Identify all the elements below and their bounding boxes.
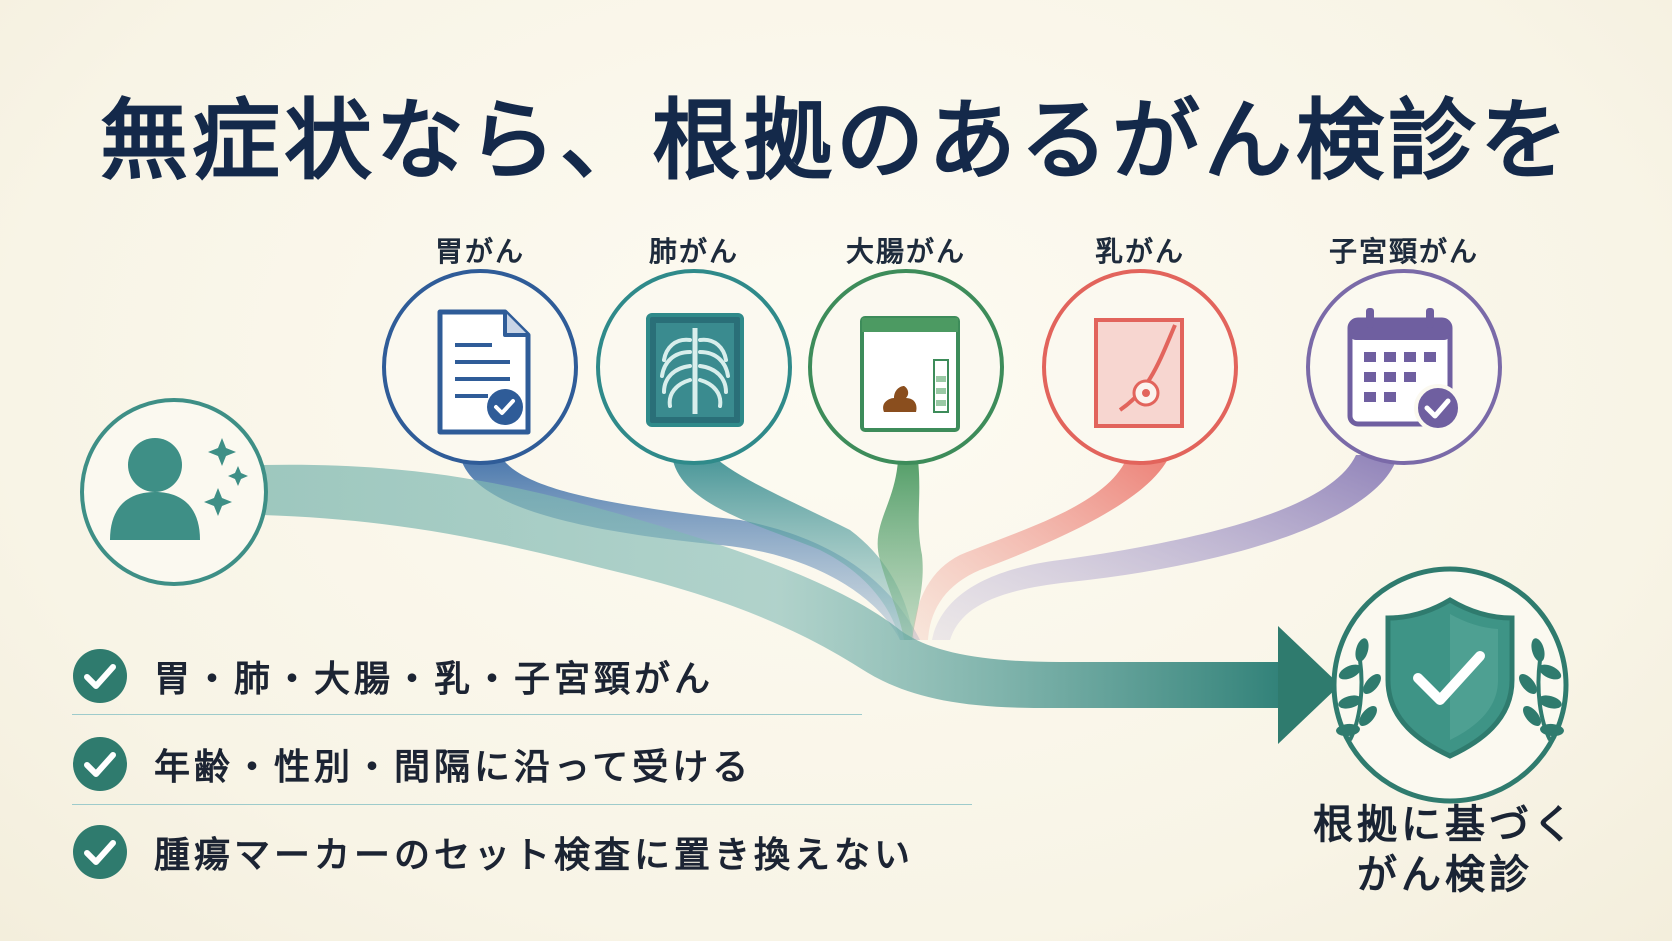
- page-title: 無症状なら、根拠のあるがん検診を: [99, 88, 1572, 192]
- start-node: [80, 398, 268, 586]
- colon-node: [808, 269, 1004, 465]
- result-label-line1: 根拠に基づく: [1313, 801, 1577, 848]
- check-circle-icon: [73, 649, 127, 703]
- colon-label: 大腸がん: [845, 235, 966, 268]
- checklist-item: 年齢・性別・間隔に沿って受ける: [72, 720, 972, 808]
- check-circle-icon: [73, 737, 127, 791]
- checklist-item-text: 腫瘍マーカーのセット検査に置き換えない: [154, 835, 915, 876]
- checklist-item-text: 年齢・性別・間隔に沿って受ける: [154, 747, 753, 788]
- checklist-item: 腫瘍マーカーのセット検査に置き換えない: [72, 808, 972, 896]
- lung-label: 肺がん: [648, 235, 739, 268]
- checklist-divider: [72, 714, 862, 715]
- ribbon-lung: [672, 455, 914, 640]
- ribbon-cervical: [932, 455, 1398, 640]
- main-flow-ribbon: [262, 464, 1290, 708]
- breast-node: [1042, 269, 1238, 465]
- document-check-icon: [437, 309, 531, 435]
- breast-exam-icon: [1094, 318, 1184, 428]
- checklist-item-text: 胃・肺・大腸・乳・子宮頸がん: [154, 659, 715, 700]
- stomach-node: [382, 269, 578, 465]
- checklist-item: 胃・肺・大腸・乳・子宮頸がん: [72, 632, 972, 720]
- lung-node: [596, 269, 792, 465]
- ribbon-colon: [877, 460, 923, 640]
- chest-xray-icon: [646, 313, 744, 427]
- breast-label: 乳がん: [1094, 235, 1185, 268]
- check-circle-icon: [73, 825, 127, 879]
- checklist-divider: [72, 804, 972, 805]
- cervical-node: [1306, 269, 1502, 465]
- stool-test-icon: [860, 316, 960, 432]
- flow-arrowhead: [1278, 626, 1340, 744]
- ribbon-stomach: [460, 455, 920, 640]
- shield-check-laurel-icon: [1336, 597, 1564, 759]
- checklist: 胃・肺・大腸・乳・子宮頸がん 年齢・性別・間隔に沿って受ける 腫瘍マーカーのセッ…: [72, 632, 972, 896]
- result-label-line2: がん検診: [1357, 851, 1533, 898]
- ribbon-breast: [912, 455, 1170, 640]
- result-node: [1331, 566, 1569, 804]
- calendar-check-icon: [1347, 308, 1462, 432]
- person-sparkle-icon: [110, 438, 248, 540]
- stomach-label: 胃がん: [434, 235, 525, 268]
- cervical-label: 子宮頸がん: [1328, 235, 1479, 268]
- result-label: 根拠に基づく がん検診: [1270, 800, 1620, 900]
